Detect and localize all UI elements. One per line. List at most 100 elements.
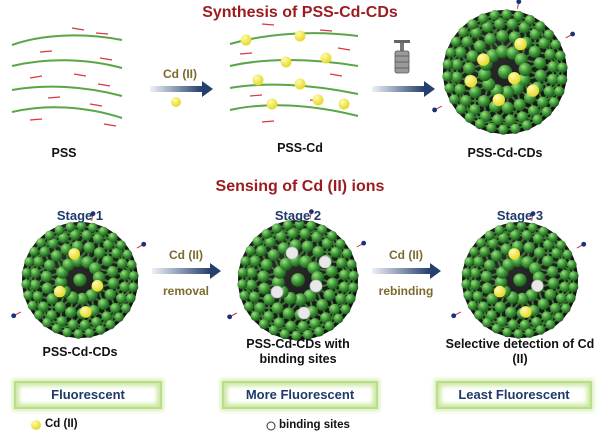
carbon-atom [498,124,509,135]
carbon-atom [50,250,63,262]
carbon-atom [543,239,554,250]
carbon-atom [258,282,271,295]
carbon-atom [556,74,568,85]
carbon-atom [555,50,566,61]
carbon-atom [545,319,556,330]
carbon-atom [21,279,32,289]
carbon-atom [291,273,305,287]
carbon-atom [491,114,504,126]
carbon-atom [504,114,516,126]
cd-legend-label: Cd (II) [45,418,78,430]
carbon-atom [46,293,58,305]
arrow-removal [152,263,221,279]
carbon-atom [547,277,560,290]
carbon-atom [490,250,503,262]
carbon-atom [306,220,317,231]
carbon-atom [461,267,472,278]
arrow-rebinding [372,263,441,279]
carbon-atom [543,85,555,98]
carbon-atom [497,64,513,80]
carbon-atom [56,316,68,327]
carbon-atom [486,293,498,305]
carbon-atom [111,247,122,259]
carbon-atom [105,319,116,330]
carbon-atom [240,256,251,267]
carbon-atom [27,300,38,311]
cd-ion [91,280,104,292]
carbon-atom [122,249,133,260]
carbon-atom [466,50,479,63]
carbon-atom [494,301,507,314]
carbon-atom [527,222,538,233]
carbon-atom [294,219,305,230]
carbon-atom [335,293,347,305]
carbon-atom [252,236,263,247]
carbon-atom [442,59,454,70]
binding-site [270,285,284,299]
carbon-atom [445,47,456,58]
carbon-atom [474,310,484,320]
carbon-atom [477,95,491,108]
carbon-atom [83,241,95,254]
carbon-atom [108,232,118,243]
carbon-atom [345,293,356,304]
arrow-removal-top-label: Cd (II) [169,248,203,262]
carbon-atom [477,13,489,24]
carbon-atom [507,319,519,330]
carbon-atom [550,39,561,50]
carbon-atom [128,282,139,293]
carbon-atom [98,226,109,237]
carbon-atom [342,248,353,259]
carbon-atom [463,62,476,75]
carbon-atom [340,304,351,315]
carbon-atom [519,319,531,331]
carbon-atom [62,327,73,338]
carbon-atom [42,317,52,328]
carbon-atom [102,255,114,267]
pss-cd-ions [240,30,350,110]
carbon-atom [260,258,273,271]
carbon-atom [467,300,478,311]
carbon-atom [40,270,53,283]
binding-site [531,279,544,293]
carbon-atom [329,303,340,315]
carbon-atom [116,258,128,269]
carbon-atom [294,293,307,307]
carbon-atom [335,238,346,249]
cd-ion [508,72,521,85]
carbon-atom [263,293,276,306]
carbon-atom [546,266,559,278]
carbon-atom [513,98,526,111]
arrow-hydrothermal [372,40,435,97]
carbon-atom [513,10,524,22]
carbon-atom [473,256,484,268]
carbon-atom [480,270,493,283]
carbon-atom [271,276,285,289]
carbon-atom [556,258,568,269]
carbon-atom [442,71,453,82]
stage1-sphere [11,211,147,339]
carbon-atom [246,267,258,279]
carbon-atom [95,325,106,335]
carbon-atom [474,118,486,130]
carbon-atom [548,97,560,108]
carbon-atom [458,27,469,38]
carbon-atom [469,246,479,257]
arrow-removal-bottom-label: removal [162,284,210,298]
carbon-atom [481,21,494,33]
carbon-atom [54,276,68,289]
carbon-atom [521,230,533,241]
cd-ion [68,248,80,260]
binding-site [297,306,311,320]
carbon-atom [125,293,136,303]
carbon-atom [533,57,547,70]
carbon-atom [559,281,570,293]
binding-site-legend-marker [266,421,276,431]
carbon-atom [76,221,87,231]
carbon-atom [461,36,473,48]
carbon-atom [535,21,546,32]
carbon-atom [451,58,463,71]
carbon-atom [69,229,81,241]
binding-site [285,246,299,260]
carbon-atom [486,310,497,321]
